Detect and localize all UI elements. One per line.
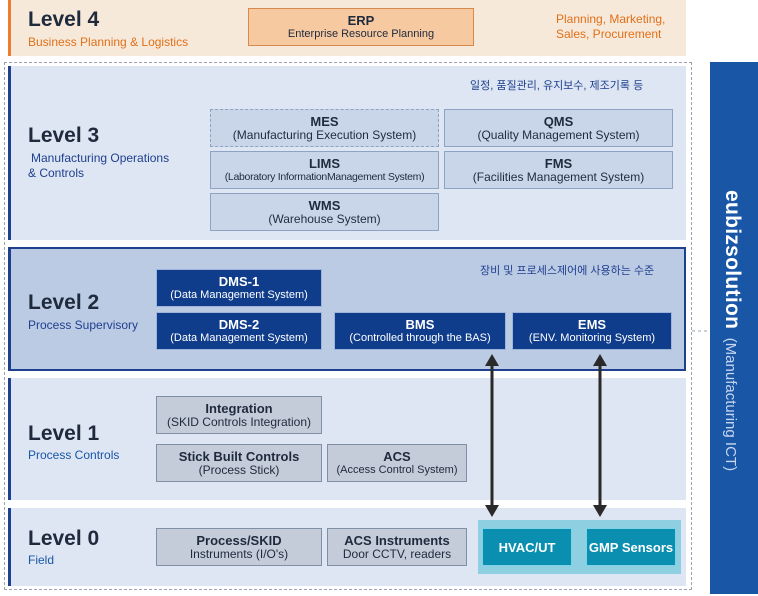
dms1-box: DMS-1 (Data Management System): [156, 269, 322, 307]
process-skid-title: Process/SKID: [196, 533, 282, 548]
gmp-sensors-title: GMP Sensors: [588, 539, 674, 555]
stick-built-box: Stick Built Controls (Process Stick): [156, 444, 322, 482]
level0-subtitle: Field: [28, 553, 55, 567]
wms-title: WMS: [308, 198, 341, 213]
integration-title: Integration: [205, 401, 273, 416]
acs-instruments-title: ACS Instruments: [344, 533, 450, 548]
level2-band: [8, 247, 686, 371]
level4-subtitle: Business Planning & Logistics: [28, 35, 189, 49]
integration-subtitle: (SKID Controls Integration): [166, 415, 312, 429]
stick-built-title: Stick Built Controls: [178, 449, 300, 464]
ems-subtitle: (ENV. Monitoring System): [528, 332, 656, 344]
acs-subtitle: (Access Control System): [336, 464, 458, 476]
qms-title: QMS: [543, 114, 574, 129]
brand-sidebar: [710, 62, 758, 594]
mes-title: MES: [310, 114, 339, 129]
fms-box: FMS (Facilities Management System): [444, 151, 673, 189]
dms2-subtitle: (Data Management System): [170, 332, 308, 344]
ems-title: EMS: [577, 317, 607, 332]
wms-subtitle: (Warehouse System): [268, 212, 381, 226]
bms-title: BMS: [405, 317, 435, 332]
level2-note: 장비 및 프로세스제어에 사용하는 수준: [480, 265, 655, 277]
lims-box: LIMS (Laboratory InformationManagement S…: [210, 151, 439, 189]
acs-box: ACS (Access Control System): [327, 444, 467, 482]
stick-built-subtitle: (Process Stick): [198, 463, 280, 477]
level4-title: Level 4: [28, 8, 100, 31]
lims-title: LIMS: [308, 156, 341, 171]
level4-right-note: Planning, Marketing, Sales, Procurement: [556, 12, 665, 42]
brand-vertical-text: eubizsolution (Manufacturing ICT): [720, 190, 744, 471]
level2-subtitle: Process Supervisory: [28, 318, 139, 332]
level3-subtitle: Manufacturing Operations & Controls: [28, 151, 169, 181]
ems-box: EMS (ENV. Monitoring System): [512, 312, 672, 350]
level4-right-note-line1: Planning, Marketing,: [556, 12, 666, 26]
acs-title: ACS: [383, 449, 411, 464]
level2-title: Level 2: [28, 291, 100, 314]
hvac-title: HVAC/UT: [498, 539, 556, 555]
dms2-box: DMS-2 (Data Management System): [156, 312, 322, 350]
wms-box: WMS (Warehouse System): [210, 193, 439, 231]
lims-subtitle: (Laboratory InformationManagement System…: [224, 171, 425, 183]
erp-subtitle: Enterprise Resource Planning: [287, 28, 435, 40]
level1-title: Level 1: [28, 422, 100, 445]
qms-subtitle: (Quality Management System): [477, 128, 640, 142]
fms-subtitle: (Facilities Management System): [472, 170, 645, 184]
process-skid-subtitle: Instruments (I/O's): [189, 547, 289, 561]
acs-instruments-box: ACS Instruments Door CCTV, readers: [327, 528, 467, 566]
levels-dashed-frame: [4, 62, 692, 590]
dms2-title: DMS-2: [218, 317, 260, 332]
gmp-sensors-box: GMP Sensors: [586, 528, 676, 566]
bms-subtitle: (Controlled through the BAS): [349, 332, 491, 344]
process-skid-box: Process/SKID Instruments (I/O's): [156, 528, 322, 566]
dms1-subtitle: (Data Management System): [170, 289, 308, 301]
mes-subtitle: (Manufacturing Execution System): [232, 128, 417, 142]
brand-tag: (Manufacturing ICT): [722, 337, 739, 472]
level1-subtitle: Process Controls: [28, 448, 120, 462]
level3-note: 일정, 품질관리, 유지보수, 제조기록 등: [470, 80, 644, 92]
integration-box: Integration (SKID Controls Integration): [156, 396, 322, 434]
erp-box: ERP Enterprise Resource Planning: [248, 8, 474, 46]
level4-right-note-line2: Sales, Procurement: [556, 27, 662, 41]
erp-title: ERP: [347, 13, 375, 28]
level3-subtitle-line1: Manufacturing Operations: [31, 151, 170, 165]
dms1-title: DMS-1: [218, 274, 260, 289]
level3-subtitle-line2: & Controls: [28, 166, 85, 180]
mes-box: MES (Manufacturing Execution System): [210, 109, 439, 147]
qms-box: QMS (Quality Management System): [444, 109, 673, 147]
acs-instruments-subtitle: Door CCTV, readers: [342, 547, 452, 561]
brand-name: eubizsolution: [721, 190, 744, 330]
hvac-box: HVAC/UT: [482, 528, 572, 566]
fms-title: FMS: [544, 156, 573, 171]
level0-title: Level 0: [28, 527, 100, 550]
bms-box: BMS (Controlled through the BAS): [334, 312, 506, 350]
level3-title: Level 3: [28, 124, 100, 147]
